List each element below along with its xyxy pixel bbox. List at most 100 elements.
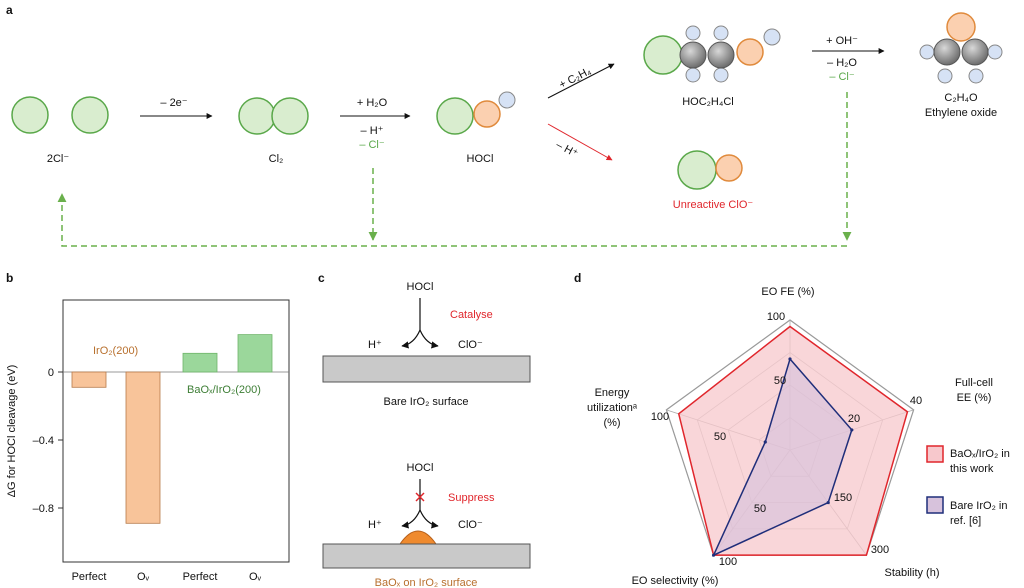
ethylene-oxide-molecule: [919, 12, 1003, 84]
axis-eo-fe-title: EO FE (%): [761, 286, 814, 298]
clo-top-label: ClO⁻: [458, 339, 483, 351]
iro2-series-label: IrO₂(200): [93, 345, 138, 357]
species-hoc2h4cl-label: HOC₂H₄Cl: [682, 96, 734, 108]
h-top-label: H⁺: [368, 339, 382, 351]
suppress-cross-icon: [415, 492, 425, 502]
radar-point-bare: [711, 553, 716, 557]
tick-selectivity-100: 100: [719, 556, 737, 568]
x-tick-labels: Perfect Oᵥ Perfect Oᵥ: [72, 571, 262, 583]
y-tick-label: –0.8: [33, 503, 54, 515]
bar-series: [71, 334, 273, 524]
axis-eo-selectivity-title: EO selectivity (%): [632, 575, 719, 587]
legend-bare-line1: Bare IrO₂ in: [950, 500, 1007, 512]
radar-point-bare: [826, 500, 830, 505]
suppress-label: Suppress: [448, 492, 495, 504]
species-hocl-label: HOCl: [467, 153, 494, 165]
add-oh-label: + OH⁻: [826, 35, 858, 47]
tick-eo-fe-50: 50: [774, 375, 786, 387]
minus-h-label: – H⁺: [361, 125, 384, 137]
y-axis-ticks: 0 –0.4 –0.8: [33, 367, 63, 515]
legend: BaOₓ/IrO₂ in this work Bare IrO₂ in ref.…: [926, 445, 1010, 527]
tick-ee-40: 40: [910, 395, 922, 407]
y-tick-label: –0.4: [33, 435, 54, 447]
species-eo-formula: C₂H₄O: [944, 92, 978, 104]
ethylene-addition-arrow: [547, 63, 615, 99]
axis-ee-title-line2: EE (%): [957, 392, 992, 404]
bao-series-label: BaOₓ/IrO₂(200): [187, 384, 261, 396]
tick-energy-50: 50: [714, 431, 726, 443]
x-tick-label: Perfect: [183, 571, 218, 583]
plot-frame: [62, 299, 290, 563]
axis-stability-title: Stability (h): [884, 567, 939, 579]
axis-ee-title-line1: Full-cell: [955, 377, 993, 389]
hoc2h4cl-molecule: [643, 25, 781, 83]
cl-atoms-pair: [11, 96, 109, 134]
axis-energy-title-line2: utilizationᵃ: [587, 402, 638, 414]
radar-series-bare: [712, 357, 853, 557]
panel-d: d EO FE (%) Full-cell EE (%) Stability (…: [574, 271, 1010, 587]
axis-energy-title-line3: (%): [603, 417, 620, 429]
h-split-arrow: [401, 329, 421, 349]
y-axis-title: ΔG for HOCl cleavage (eV): [6, 365, 18, 498]
chloride-recycle-loop: [57, 92, 852, 247]
x-tick-label: Oᵥ: [249, 571, 262, 583]
h-bottom-label: H⁺: [368, 519, 382, 531]
bar-perfect-iro2: [71, 371, 107, 388]
tick-eo-fe-100: 100: [767, 311, 785, 323]
hocl-bottom-label: HOCl: [407, 462, 434, 474]
add-c2h4-label: + C₂H₄: [557, 65, 593, 91]
legend-bare-line2: ref. [6]: [950, 515, 981, 527]
y-tick-label: 0: [48, 367, 54, 379]
legend-swatch-bare: [926, 496, 944, 514]
tick-stability-300: 300: [871, 544, 889, 556]
bao-particle: [399, 530, 437, 545]
species-clo-label: Unreactive ClO⁻: [673, 199, 754, 211]
panel-a: a 2Cl⁻ – 2e⁻ Cl₂ + H₂O – H⁺ – Cl⁻ HOCl: [6, 3, 1003, 247]
species-eo-name: Ethylene oxide: [925, 107, 997, 119]
oxidation-label: – 2e⁻: [160, 97, 187, 109]
legend-bao-line1: BaOₓ/IrO₂ in: [950, 448, 1010, 460]
catalyse-label: Catalyse: [450, 309, 493, 321]
radar-point-bare: [763, 440, 767, 444]
panel-b: b 0 –0.4 –0.8 ΔG for HOCl cleavage (eV) …: [6, 271, 290, 583]
bao-on-iro2-surface: [322, 543, 531, 569]
panel-d-label: d: [574, 271, 581, 285]
add-water-label: + H₂O: [357, 97, 388, 109]
minus-cl-label: – Cl⁻: [359, 139, 385, 151]
radar-point-bare: [788, 357, 792, 361]
tick-energy-100: 100: [651, 411, 669, 423]
axis-energy-title-line1: Energy: [595, 387, 630, 399]
panel-a-label: a: [6, 3, 13, 17]
bar-perfect-bao: [182, 352, 218, 373]
x-tick-label: Perfect: [72, 571, 107, 583]
radar-point-bare: [850, 428, 854, 432]
surface-bottom-label: BaOₓ on IrO₂ surface: [375, 577, 478, 588]
cl2-molecule: [238, 97, 309, 135]
species-2cl-label: 2Cl⁻: [47, 153, 70, 165]
h-split-arrow-bottom: [401, 509, 421, 529]
deprotonation-arrow: [547, 123, 613, 161]
minus-cl2-label: – Cl⁻: [829, 71, 855, 83]
legend-swatch-bao: [926, 445, 944, 463]
bare-iro2-surface: [322, 355, 531, 383]
surface-top-label: Bare IrO₂ surface: [384, 396, 469, 408]
tick-ee-20: 20: [848, 413, 860, 425]
panel-c-label: c: [318, 271, 325, 285]
minus-h2o-label: – H₂O: [827, 57, 857, 69]
tick-selectivity-50: 50: [754, 503, 766, 515]
clo-bottom-label: ClO⁻: [458, 519, 483, 531]
bar-ov-iro2: [125, 371, 161, 524]
tick-stability-150: 150: [834, 492, 852, 504]
cl-atom: [11, 96, 49, 134]
panel-b-label: b: [6, 271, 13, 285]
clo-split-arrow: [419, 329, 439, 349]
minus-h-side-label: – H⁺: [554, 139, 580, 160]
hocl-molecule: [436, 91, 516, 135]
x-tick-label: Oᵥ: [137, 571, 150, 583]
hocl-top-label: HOCl: [407, 281, 434, 293]
bar-ov-bao: [237, 334, 273, 373]
legend-bao-line2: this work: [950, 463, 994, 475]
panel-c: c HOCl Catalyse H⁺ ClO⁻ Bare IrO₂ surfac…: [318, 271, 531, 588]
radar-series: [677, 325, 909, 557]
